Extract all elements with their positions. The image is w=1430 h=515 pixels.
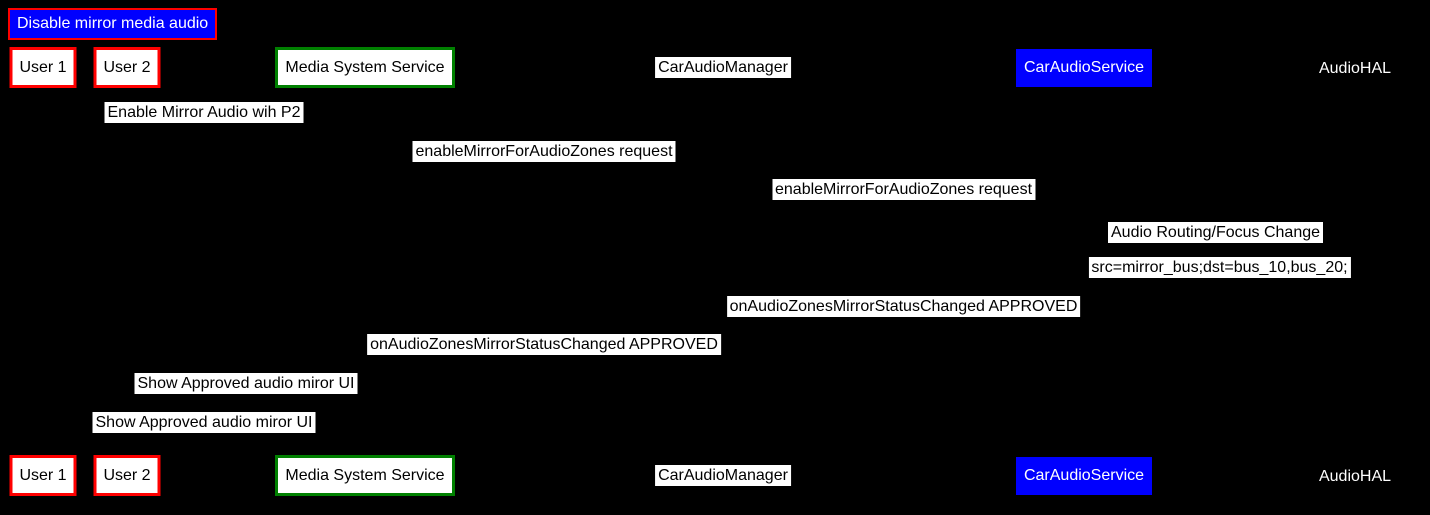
self-message-arrow-side [1103, 216, 1106, 250]
message-label: src=mirror_bus;dst=bus_10,bus_20; [1088, 257, 1351, 278]
actor-caraudioservice-top: CarAudioService [1016, 48, 1152, 87]
actor-media-system-service-bottom: Media System Service [275, 455, 455, 496]
message-arrow [54, 435, 365, 438]
actor-audiohal-bottom: AudioHAL [1318, 468, 1392, 485]
message-label: onAudioZonesMirrorStatusChanged APPROVED [367, 334, 721, 355]
actor-user-2-top: User 2 [93, 47, 161, 88]
message-arrow [723, 202, 1073, 205]
actor-caraudiomanager-bottom: CarAudioManager [655, 465, 791, 486]
message-label: onAudioZonesMirrorStatusChanged APPROVED [726, 296, 1081, 317]
actor-caraudiomanager-top: CarAudioManager [655, 57, 791, 78]
actor-user-1-top: User 1 [9, 47, 77, 88]
message-arrow [138, 396, 365, 399]
actor-media-system-service-top: Media System Service [275, 47, 455, 88]
message-label: enableMirrorForAudioZones request [412, 141, 676, 162]
message-label: Show Approved audio miror UI [92, 412, 316, 433]
self-message-arrow-bottom [1093, 249, 1106, 252]
actor-user-2-bottom: User 2 [93, 455, 161, 496]
message-label: enableMirrorForAudioZones request [771, 179, 1036, 200]
actor-caraudioservice-bottom: CarAudioService [1016, 456, 1152, 495]
message-arrow [43, 125, 354, 128]
message-label: Enable Mirror Audio wih P2 [104, 102, 304, 123]
message-arrow [734, 319, 1084, 322]
diagram-title: Disable mirror media audio [8, 8, 218, 40]
message-arrow [1084, 280, 1344, 283]
actor-audiohal-top: AudioHAL [1318, 60, 1392, 77]
message-label: Audio Routing/Focus Change [1108, 222, 1324, 243]
message-label: Show Approved audio miror UI [134, 373, 358, 394]
actor-user-1-bottom: User 1 [9, 455, 77, 496]
